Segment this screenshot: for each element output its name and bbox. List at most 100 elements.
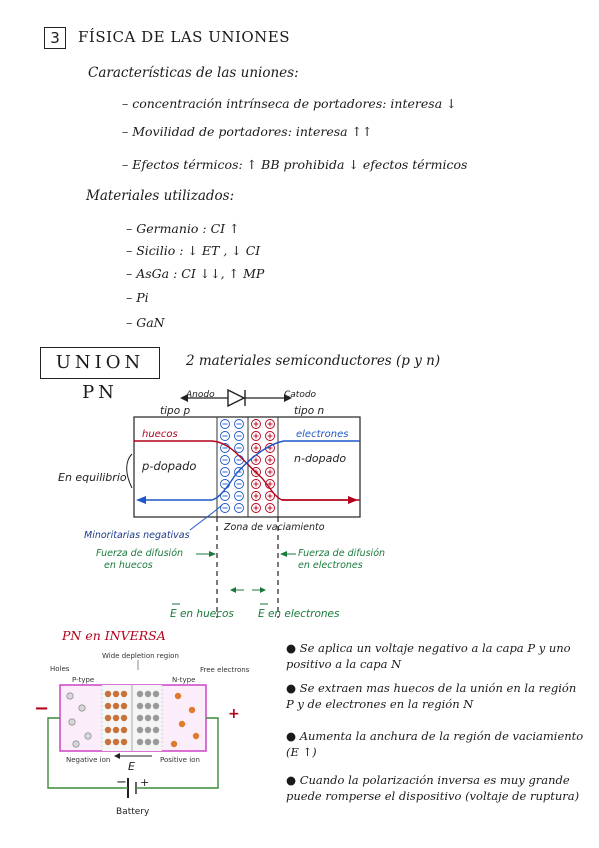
n-type-label: tipo n xyxy=(294,405,324,417)
battery-label: Battery xyxy=(116,807,150,817)
holes-label: Holes xyxy=(50,665,70,673)
inverse-title: PN en INVERSA xyxy=(62,628,166,643)
electrones-label: electrones xyxy=(296,429,348,440)
section-title: FÍSICA DE LAS UNIONES xyxy=(78,28,291,46)
e-photo-label: E xyxy=(128,760,135,773)
negative-ion-icon xyxy=(220,419,230,429)
free-electrons-label: Free electrons xyxy=(200,666,250,674)
e-electrons-label: E en electrones xyxy=(258,608,340,620)
positive-ion-icon xyxy=(265,467,275,477)
negative-ion-icon xyxy=(120,702,128,710)
positive-ion-label: Positive ion xyxy=(160,756,200,764)
negative-ion-icon xyxy=(104,726,112,734)
battery-minus: − xyxy=(116,775,127,790)
negative-ion-icon xyxy=(234,419,244,429)
positive-ion-icon xyxy=(251,467,261,477)
inverse-bullet-2: ● Se extraen mas huecos de la unión en l… xyxy=(286,681,577,711)
negative-ion-icon xyxy=(104,702,112,710)
huecos-label: huecos xyxy=(142,429,178,440)
p-type-label: tipo p xyxy=(160,405,190,417)
negative-ion-icon xyxy=(120,690,128,698)
positive-ion-icon xyxy=(144,726,152,734)
hole-icon xyxy=(72,740,80,748)
material-item: – Germanio : CI ↑ xyxy=(126,221,240,236)
negative-ion-icon xyxy=(234,491,244,501)
negative-ion-icon xyxy=(220,455,230,465)
negative-ion-icon xyxy=(112,690,120,698)
hole-icon xyxy=(66,692,74,700)
depletion-zone-label: Zona de vaciamiento xyxy=(223,522,325,533)
positive-ion-icon xyxy=(265,455,275,465)
electron-icon xyxy=(178,720,186,728)
positive-ion-icon xyxy=(251,419,261,429)
negative-ion-icon xyxy=(220,503,230,513)
negative-ion-icon xyxy=(112,726,120,734)
positive-ion-icon xyxy=(251,491,261,501)
material-item: – GaN xyxy=(126,315,165,330)
inverse-bullet-4: ● Cuando la polarización inversa es muy … xyxy=(286,773,580,803)
positive-ion-icon xyxy=(152,738,160,746)
negative-ion-icon xyxy=(220,491,230,501)
positive-ion-icon xyxy=(144,738,152,746)
section-number: 3 xyxy=(44,27,66,49)
positive-ion-icon xyxy=(251,431,261,441)
negative-ion-icon xyxy=(234,431,244,441)
negative-ion-icon xyxy=(104,738,112,746)
characteristic-item: – concentración intrínseca de portadores… xyxy=(122,96,457,111)
positive-ion-icon xyxy=(144,690,152,698)
positive-ion-icon xyxy=(265,431,275,441)
union-pn-box: UNION PN xyxy=(40,347,160,403)
outer-minus-sign: − xyxy=(34,698,49,719)
anode-label: Anodo xyxy=(185,390,215,400)
e-holes-label: E en huecos xyxy=(170,608,234,620)
hole-icon xyxy=(68,718,76,726)
characteristic-item: – Movilidad de portadores: interesa ↑↑ xyxy=(122,124,373,139)
inverse-bullet-3: ● Aumenta la anchura de la región de vac… xyxy=(286,729,584,759)
diffusion-electrons-label-2: en electrones xyxy=(298,560,363,571)
characteristics-heading: Características de las uniones: xyxy=(88,65,299,81)
material-item: – Sicilio : ↓ ET , ↓ CI xyxy=(126,243,261,258)
diffusion-holes-label: Fuerza de difusión xyxy=(96,548,183,559)
negative-ion-icon xyxy=(112,738,120,746)
material-item: – AsGa : CI ↓↓, ↑ MP xyxy=(126,266,265,281)
positive-ion-icon xyxy=(136,726,144,734)
characteristic-item: – Efectos térmicos: ↑ BB prohibida ↓ efe… xyxy=(122,157,468,172)
hole-icon xyxy=(84,732,92,740)
negative-ion-icon xyxy=(234,467,244,477)
electron-icon xyxy=(174,692,182,700)
cathode-label: Catodo xyxy=(284,390,317,400)
negative-ion-icon xyxy=(120,726,128,734)
union-pn-description: 2 materiales semiconductores (p y n) xyxy=(186,353,441,369)
negative-ion-label: Negative ion xyxy=(66,756,110,764)
diffusion-holes-label-2: en huecos xyxy=(104,560,153,571)
positive-ion-icon xyxy=(152,726,160,734)
bullet-dot: ● xyxy=(286,773,300,787)
bullet-dot: ● xyxy=(286,729,300,743)
negative-ion-icon xyxy=(220,431,230,441)
materials-heading: Materiales utilizados: xyxy=(86,188,235,204)
positive-ion-icon xyxy=(136,738,144,746)
positive-ion-icon xyxy=(265,503,275,513)
positive-ion-icon xyxy=(152,690,160,698)
positive-ion-icon xyxy=(136,690,144,698)
positive-ion-icon xyxy=(136,702,144,710)
p-type-photo-label: P-type xyxy=(72,676,94,684)
material-item: – Pi xyxy=(126,290,149,305)
n-type-photo-label: N-type xyxy=(172,676,195,684)
battery-plus: + xyxy=(140,776,149,789)
positive-ion-icon xyxy=(144,702,152,710)
diffusion-electrons-label: Fuerza de difusión xyxy=(298,548,385,559)
outer-plus-sign: + xyxy=(228,706,240,722)
positive-ion-icon xyxy=(136,714,144,722)
reverse-bias-illustration: Wide depletion region Holes Free electro… xyxy=(34,652,250,817)
p-dopado-label: p-dopado xyxy=(141,459,196,473)
electron-icon xyxy=(170,740,178,748)
electron-icon xyxy=(188,706,196,714)
negative-ion-icon xyxy=(120,738,128,746)
negative-ion-icon xyxy=(112,714,120,722)
positive-ion-icon xyxy=(251,443,261,453)
bullet-dot: ● xyxy=(286,641,300,655)
negative-ion-icon xyxy=(234,503,244,513)
minority-label: Minoritarias negativas xyxy=(84,530,190,541)
positive-ion-icon xyxy=(251,503,261,513)
